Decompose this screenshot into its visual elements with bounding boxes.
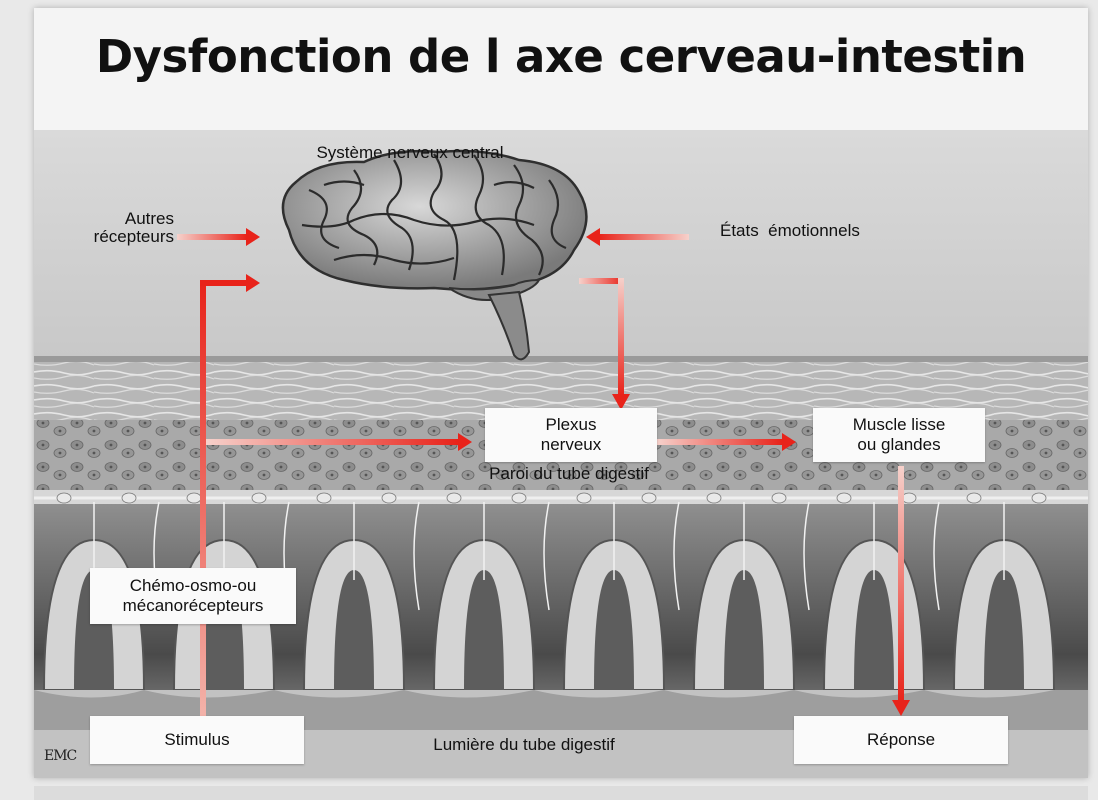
response-box: Réponse — [794, 716, 1008, 764]
receptors-label-line2: mécanorécepteurs — [123, 596, 264, 616]
title-band: Dysfonction de l axe cerveau-intestin — [34, 8, 1088, 131]
muscle-label-line2: ou glandes — [857, 435, 940, 455]
digestive-wall-label: Paroi du tube digestif — [459, 464, 679, 484]
muscle-label-line1: Muscle lisse — [853, 415, 946, 435]
next-slide-edge — [34, 786, 1088, 800]
other-receptors-label-line2: récepteurs — [74, 227, 174, 247]
receptors-label-line1: Chémo-osmo-ou — [130, 576, 257, 596]
emotional-states-label: États émotionnels — [720, 221, 920, 241]
stimulus-box: Stimulus — [90, 716, 304, 764]
receptors-box: Chémo-osmo-ou mécanorécepteurs — [90, 568, 296, 624]
cns-label: Système nerveux central — [290, 143, 530, 163]
slide-title: Dysfonction de l axe cerveau-intestin — [34, 30, 1088, 83]
slide: Dysfonction de l axe cerveau-intestin — [34, 8, 1088, 778]
emc-logo: EMC — [44, 748, 76, 764]
plexus-box: Plexus nerveux — [485, 408, 657, 462]
plexus-label-line2: nerveux — [541, 435, 601, 455]
plexus-label-line1: Plexus — [545, 415, 596, 435]
muscle-glands-box: Muscle lisse ou glandes — [813, 408, 985, 462]
digestive-lumen-label: Lumière du tube digestif — [394, 735, 654, 755]
other-receptors-label-line1: Autres — [74, 209, 174, 229]
